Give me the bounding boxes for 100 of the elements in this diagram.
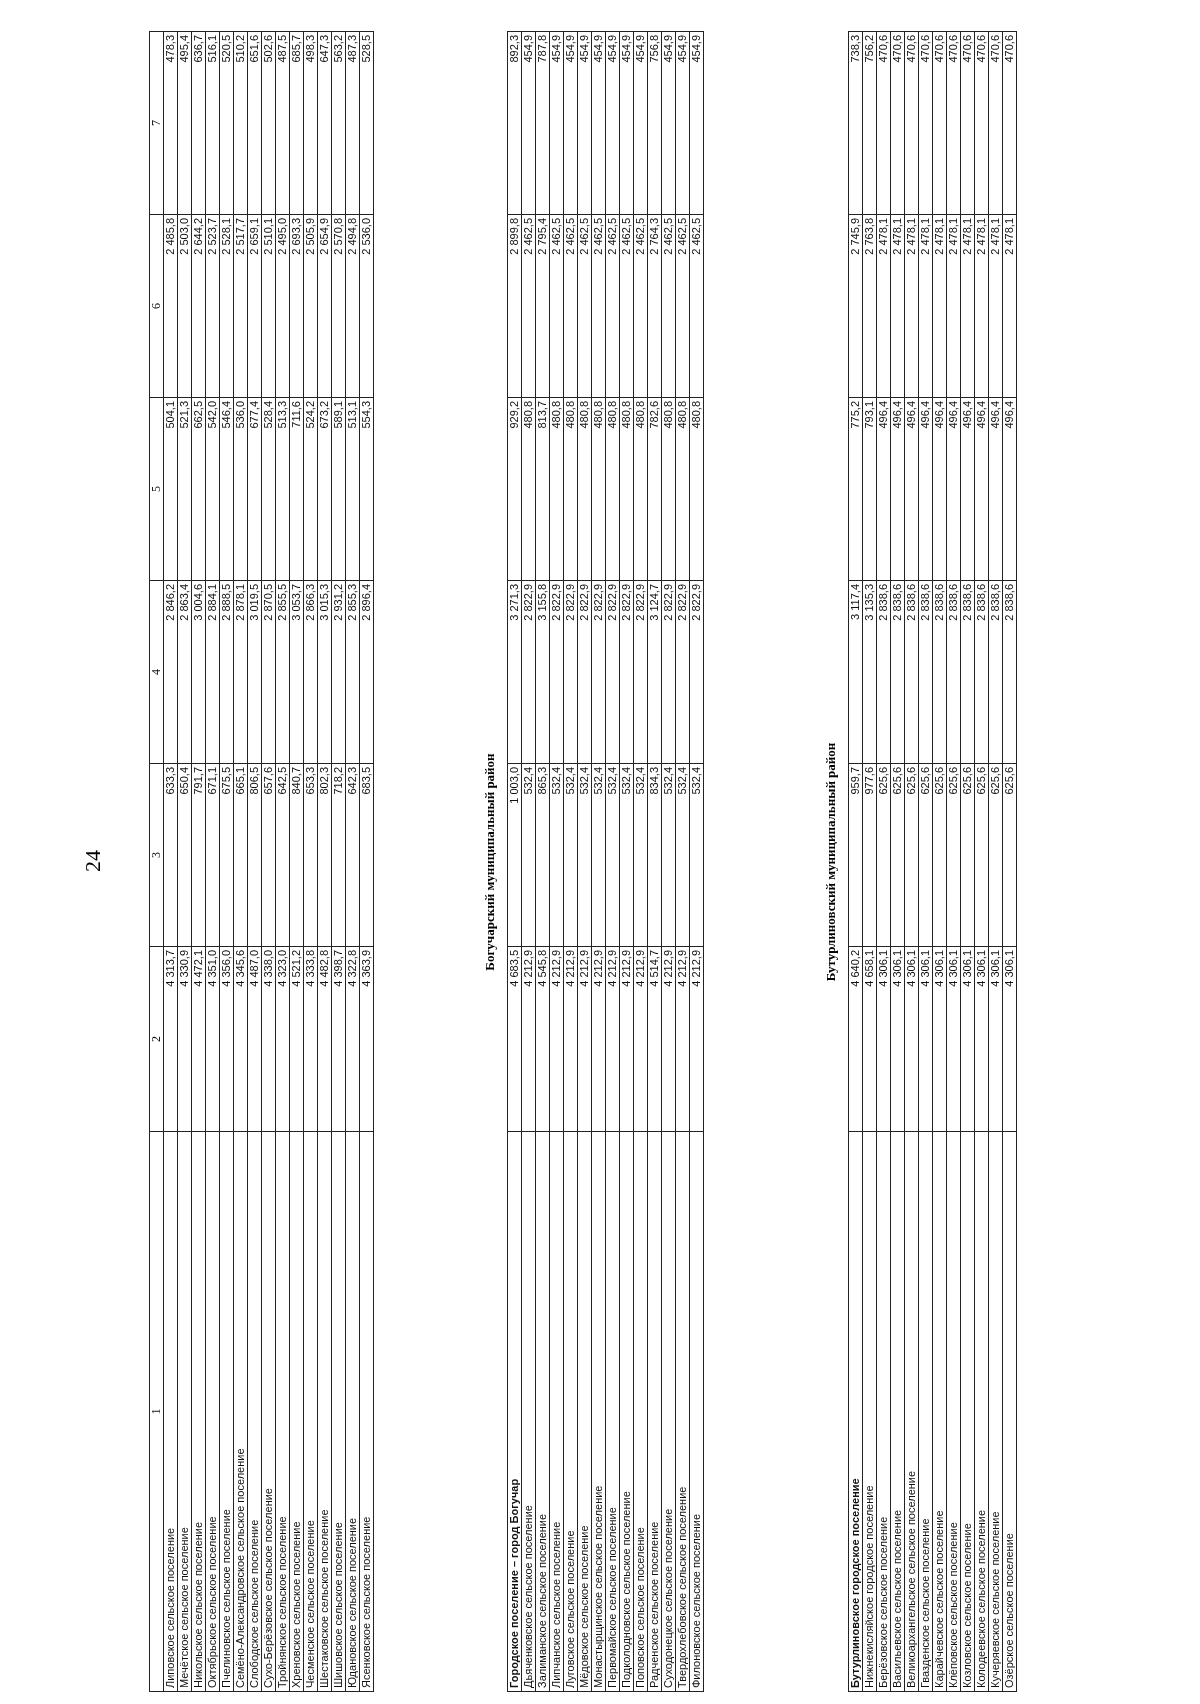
value: 4 322,8 bbox=[345, 946, 360, 1132]
value: 4 398,7 bbox=[331, 946, 346, 1132]
settlement-name: Монастырщинское сельское поселение bbox=[591, 1131, 606, 1692]
value: 3 004,6 bbox=[191, 580, 206, 764]
value: 4 306,1 bbox=[876, 946, 891, 1132]
value: 4 545,8 bbox=[535, 946, 550, 1132]
page-number: 24 bbox=[80, 850, 106, 872]
value: 4 658,1 bbox=[862, 946, 877, 1132]
value: 718,2 bbox=[331, 763, 346, 947]
value: 4 212,9 bbox=[675, 946, 690, 1132]
value: 4 487,0 bbox=[247, 946, 262, 1132]
value: 633,3 bbox=[163, 763, 178, 947]
value: 2 846,2 bbox=[163, 580, 178, 764]
settlement-name: Дьяченковское сельское поселение bbox=[521, 1131, 536, 1692]
value: 673,2 bbox=[317, 397, 332, 581]
settlement-name: Нижнекисляйское городское поселение bbox=[862, 1131, 877, 1692]
settlement-name: Ясенковское сельское поселение bbox=[359, 1131, 374, 1692]
value: 2 822,9 bbox=[591, 580, 606, 764]
value: 683,5 bbox=[359, 763, 374, 947]
settlement-name: Шишовское сельское поселение bbox=[331, 1131, 346, 1692]
value: 480,8 bbox=[591, 397, 606, 581]
value: 563,2 bbox=[331, 31, 346, 215]
settlement-name: Семёно-Александровское сельское поселение bbox=[233, 1131, 248, 1692]
section-heading: Богучарский муниципальный район bbox=[482, 752, 498, 973]
value: 2 855,5 bbox=[275, 580, 290, 764]
value: 711,6 bbox=[289, 397, 304, 581]
value: 2 838,6 bbox=[1002, 580, 1017, 764]
value: 2 462,5 bbox=[591, 214, 606, 398]
value: 756,2 bbox=[862, 31, 877, 215]
value: 650,4 bbox=[177, 763, 192, 947]
value: 470,6 bbox=[918, 31, 933, 215]
value: 532,4 bbox=[661, 763, 676, 947]
value: 787,8 bbox=[535, 31, 550, 215]
value: 4 306,1 bbox=[974, 946, 989, 1132]
value: 478,3 bbox=[163, 31, 178, 215]
value: 470,6 bbox=[904, 31, 919, 215]
value: 2 822,9 bbox=[605, 580, 620, 764]
value: 454,9 bbox=[563, 31, 578, 215]
value: 2 462,5 bbox=[633, 214, 648, 398]
value: 738,3 bbox=[848, 31, 863, 215]
settlement-name: Поповское сельское поселение bbox=[633, 1131, 648, 1692]
value: 959,7 bbox=[848, 763, 863, 947]
value: 2 654,9 bbox=[317, 214, 332, 398]
value: 4 212,9 bbox=[563, 946, 578, 1132]
value: 4 306,1 bbox=[904, 946, 919, 1132]
value: 2 693,3 bbox=[289, 214, 304, 398]
value: 2 838,6 bbox=[946, 580, 961, 764]
value: 2 896,4 bbox=[359, 580, 374, 764]
value: 2 931,2 bbox=[331, 580, 346, 764]
settlement-name: Пчелиновское сельское поселение bbox=[219, 1131, 234, 1692]
value: 4 212,9 bbox=[605, 946, 620, 1132]
value: 496,4 bbox=[960, 397, 975, 581]
value: 454,9 bbox=[661, 31, 676, 215]
value: 2 478,1 bbox=[988, 214, 1003, 398]
value: 4 306,1 bbox=[960, 946, 975, 1132]
value: 480,8 bbox=[563, 397, 578, 581]
settlement-name: Липовское сельское поселение bbox=[163, 1131, 178, 1692]
value: 524,2 bbox=[303, 397, 318, 581]
value: 4 338,0 bbox=[261, 946, 276, 1132]
value: 4 333,8 bbox=[303, 946, 318, 1132]
value: 1 003,0 bbox=[507, 763, 522, 947]
value: 4 323,0 bbox=[275, 946, 290, 1132]
value: 4 313,7 bbox=[163, 946, 178, 1132]
value: 496,4 bbox=[1002, 397, 1017, 581]
settlement-name: Филоновское сельское поселение bbox=[689, 1131, 704, 1692]
value: 756,8 bbox=[647, 31, 662, 215]
value: 2 838,6 bbox=[988, 580, 1003, 764]
value: 2 462,5 bbox=[661, 214, 676, 398]
settlement-name: Великоархангельское сельское поселение bbox=[904, 1131, 919, 1692]
value: 2 822,9 bbox=[549, 580, 564, 764]
settlement-name: Карайчевское сельское поселение bbox=[932, 1131, 947, 1692]
value: 793,1 bbox=[862, 397, 877, 581]
section-heading: Бутурлиновский муниципальный район bbox=[823, 741, 839, 984]
value: 454,9 bbox=[549, 31, 564, 215]
value: 480,8 bbox=[661, 397, 676, 581]
value: 4 521,2 bbox=[289, 946, 304, 1132]
value: 470,6 bbox=[890, 31, 905, 215]
value: 929,2 bbox=[507, 397, 522, 581]
value: 2 505,9 bbox=[303, 214, 318, 398]
value: 625,6 bbox=[946, 763, 961, 947]
value: 2 462,5 bbox=[549, 214, 564, 398]
value: 480,8 bbox=[605, 397, 620, 581]
value: 496,4 bbox=[946, 397, 961, 581]
value: 2 485,8 bbox=[163, 214, 178, 398]
value: 516,1 bbox=[205, 31, 220, 215]
value: 4 306,1 bbox=[988, 946, 1003, 1132]
value: 4 351,0 bbox=[205, 946, 220, 1132]
value: 4 212,9 bbox=[549, 946, 564, 1132]
settlement-name: Козловское сельское поселение bbox=[960, 1131, 975, 1692]
value: 892,3 bbox=[507, 31, 522, 215]
value: 4 212,9 bbox=[661, 946, 676, 1132]
value: 513,3 bbox=[275, 397, 290, 581]
value: 487,3 bbox=[345, 31, 360, 215]
value: 2 822,9 bbox=[577, 580, 592, 764]
value: 454,9 bbox=[521, 31, 536, 215]
value: 3 135,3 bbox=[862, 580, 877, 764]
value: 454,9 bbox=[577, 31, 592, 215]
value: 2 478,1 bbox=[1002, 214, 1017, 398]
value: 865,3 bbox=[535, 763, 550, 947]
settlement-name: Юдановское сельское поселение bbox=[345, 1131, 360, 1692]
